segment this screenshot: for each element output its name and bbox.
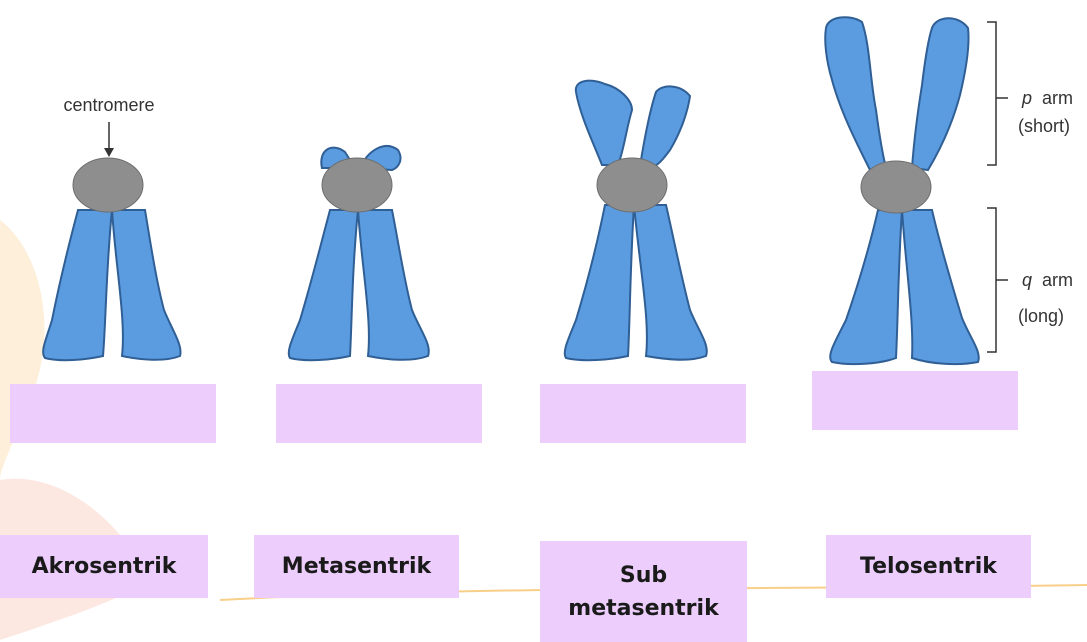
answer-box-2: [276, 384, 482, 443]
p-arm-letter: p: [1021, 88, 1032, 108]
chromosome-short-arm: [640, 86, 690, 166]
q-arm-bracket: [987, 208, 996, 352]
label-akrosentrik: Akrosentrik: [0, 535, 208, 598]
centromere: [861, 161, 931, 213]
label-submetasentrik: Sub metasentrik: [540, 541, 747, 642]
chromosome-submetasentrik: [565, 81, 707, 360]
q-arm-label: q arm: [1022, 270, 1073, 290]
chromosome-telosentrik: [825, 17, 979, 364]
q-arm-letter: q: [1022, 270, 1032, 290]
answer-box-1: [10, 384, 216, 443]
label-telosentrik: Telosentrik: [826, 535, 1031, 598]
centromere: [73, 158, 143, 212]
q-arm-note: (long): [1018, 306, 1064, 326]
chromosome-arm: [289, 210, 358, 360]
answer-box-3: [540, 384, 746, 443]
p-arm-bracket: [987, 22, 996, 165]
centromere: [322, 158, 392, 212]
label-akrosentrik-text: Akrosentrik: [32, 550, 177, 583]
q-arm-word: arm: [1042, 270, 1073, 290]
chromosome-arm: [358, 210, 429, 360]
p-arm-note: (short): [1018, 116, 1070, 136]
arrowhead-icon: [104, 148, 114, 157]
chromosome-arm: [112, 210, 181, 360]
chromosome-arm: [634, 205, 707, 360]
chromosome-akrosentrik: [43, 158, 180, 360]
centromere-annotation: centromere: [63, 95, 154, 115]
chromosome-arm: [830, 210, 902, 364]
label-metasentrik: Metasentrik: [254, 535, 459, 598]
chromosome-short-arm: [912, 18, 969, 170]
answer-box-4: [812, 371, 1018, 430]
p-arm-word: arm: [1042, 88, 1073, 108]
chromosome-arm: [565, 205, 634, 360]
label-submetasentrik-line2: metasentrik: [568, 592, 718, 625]
label-submetasentrik-line1: Sub: [620, 559, 667, 592]
chromosome-arm: [902, 210, 979, 364]
label-telosentrik-text: Telosentrik: [860, 550, 997, 583]
chromosome-arm: [43, 210, 112, 360]
centromere: [597, 158, 667, 212]
chromosome-short-arm: [825, 17, 886, 170]
chromosome-metasentrik: [289, 146, 429, 360]
label-metasentrik-text: Metasentrik: [282, 550, 431, 583]
p-arm-label: p arm: [1021, 88, 1073, 108]
chromosome-short-arm: [576, 81, 632, 165]
